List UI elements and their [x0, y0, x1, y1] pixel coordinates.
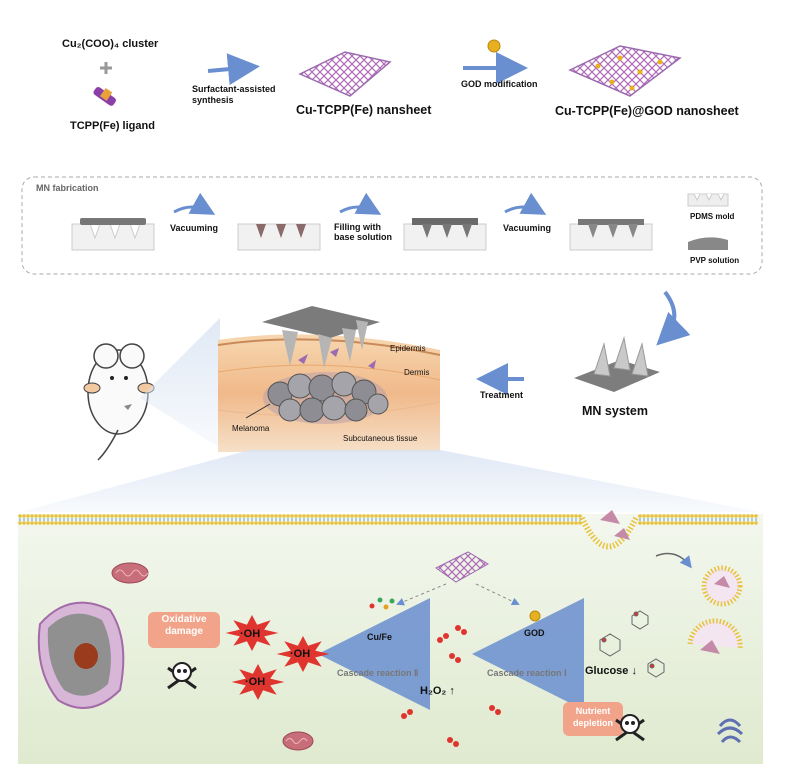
treatment-label: Treatment	[480, 390, 524, 400]
cell-membrane	[18, 514, 758, 525]
nutrient-line1: Nutrient	[575, 706, 611, 716]
oxidative-damage-box	[148, 612, 220, 648]
nutrient-depletion-box	[563, 702, 623, 736]
legend-pdms-icon	[687, 193, 729, 207]
mn-fabrication-title: MN fabrication	[36, 183, 99, 193]
oh-burst	[276, 636, 330, 672]
god-icon-cell	[529, 610, 541, 622]
oxidative-damage-label: Oxidative damage	[148, 614, 220, 638]
oh-burst-shapes	[225, 615, 330, 700]
er-icon	[716, 718, 744, 744]
endocytosis-vesicle	[579, 510, 743, 654]
mn-system-label: MN system	[582, 404, 648, 418]
mold-step1	[71, 218, 155, 251]
skull-icon-2	[615, 714, 645, 742]
subcutaneous-label: Subcutaneous tissue	[343, 434, 418, 443]
microneedle-patch	[262, 306, 380, 368]
ligand-label: TCPP(Fe) ligand	[70, 120, 155, 132]
cascade2-label: Cascade reaction Ⅱ	[337, 668, 419, 678]
mold-step2	[237, 223, 321, 251]
epidermis-label: Epidermis	[390, 344, 426, 353]
oh-burst	[231, 664, 285, 700]
oh-label-3: ·OH	[245, 676, 266, 688]
god-nanosheet-label: Cu-TCPP(Fe)@GOD nanosheet	[555, 104, 739, 118]
zoom-beam-2	[20, 450, 760, 512]
mitochondria-icon	[111, 562, 314, 751]
oh-burst	[225, 615, 279, 651]
mouse-icon	[83, 343, 155, 461]
god-modification-label: GOD modification	[461, 79, 538, 89]
nanosheet-label: Cu-TCPP(Fe) nansheet	[296, 103, 432, 117]
melanoma-pointer	[245, 403, 271, 419]
mold-step3	[403, 218, 487, 251]
vacuuming-label-1: Vacuuming	[170, 223, 219, 233]
legend-pdms-label: PDMS mold	[690, 212, 735, 221]
cluster-label: Cu₂(COO)₄ cluster	[62, 38, 159, 50]
cascade1-label: Cascade reaction Ⅰ	[487, 668, 567, 678]
zoom-beam-1	[140, 318, 220, 448]
dermis-label: Dermis	[404, 368, 430, 377]
glucose-molecules	[599, 610, 665, 678]
melanoma-cluster	[263, 348, 389, 424]
mn-fabrication-box	[21, 176, 763, 275]
filling-label-line1: Filling with	[334, 222, 381, 232]
plus-icon	[100, 62, 112, 74]
filling-label: Filling with base solution	[334, 222, 392, 242]
mold-step4	[569, 219, 653, 251]
vacuuming-label-2: Vacuuming	[503, 223, 552, 233]
cell-nanosheet-icon	[435, 551, 489, 583]
cufe-label: Cu/Fe	[367, 632, 393, 642]
legend-pvp-icon	[688, 237, 728, 250]
synthesis-arrow	[207, 53, 260, 86]
h2o2-label: H₂O₂ ↑	[420, 685, 455, 697]
to-mn-arrow	[656, 290, 691, 346]
h2o2-molecules	[401, 625, 501, 747]
nutrient-line2: depletion	[573, 718, 613, 728]
nutrient-depletion-label: Nutrient depletion	[563, 705, 623, 729]
ligand-icon	[93, 87, 116, 106]
melanoma-label: Melanoma	[232, 424, 270, 433]
synthesis-step-label: Surfactant-assisted synthesis	[192, 84, 276, 105]
mn-system-icon	[574, 336, 660, 392]
glucose-label: Glucose ↓	[585, 665, 637, 677]
god-enzyme-icon	[487, 39, 501, 53]
oh-label-1: ·OH	[240, 628, 261, 640]
skull-icon	[167, 662, 197, 690]
god-label: GOD	[524, 628, 545, 638]
oxidative-line2: damage	[165, 626, 203, 637]
oh-label-2: ·OH	[290, 648, 311, 660]
nanosheet-icon	[298, 51, 392, 97]
filling-label-line2: base solution	[334, 232, 393, 242]
nucleus-icon	[37, 601, 125, 709]
god-nanosheet-icon	[568, 45, 682, 97]
oxidative-line1: Oxidative	[161, 614, 207, 625]
legend-pvp-label: PVP solution	[690, 256, 740, 265]
